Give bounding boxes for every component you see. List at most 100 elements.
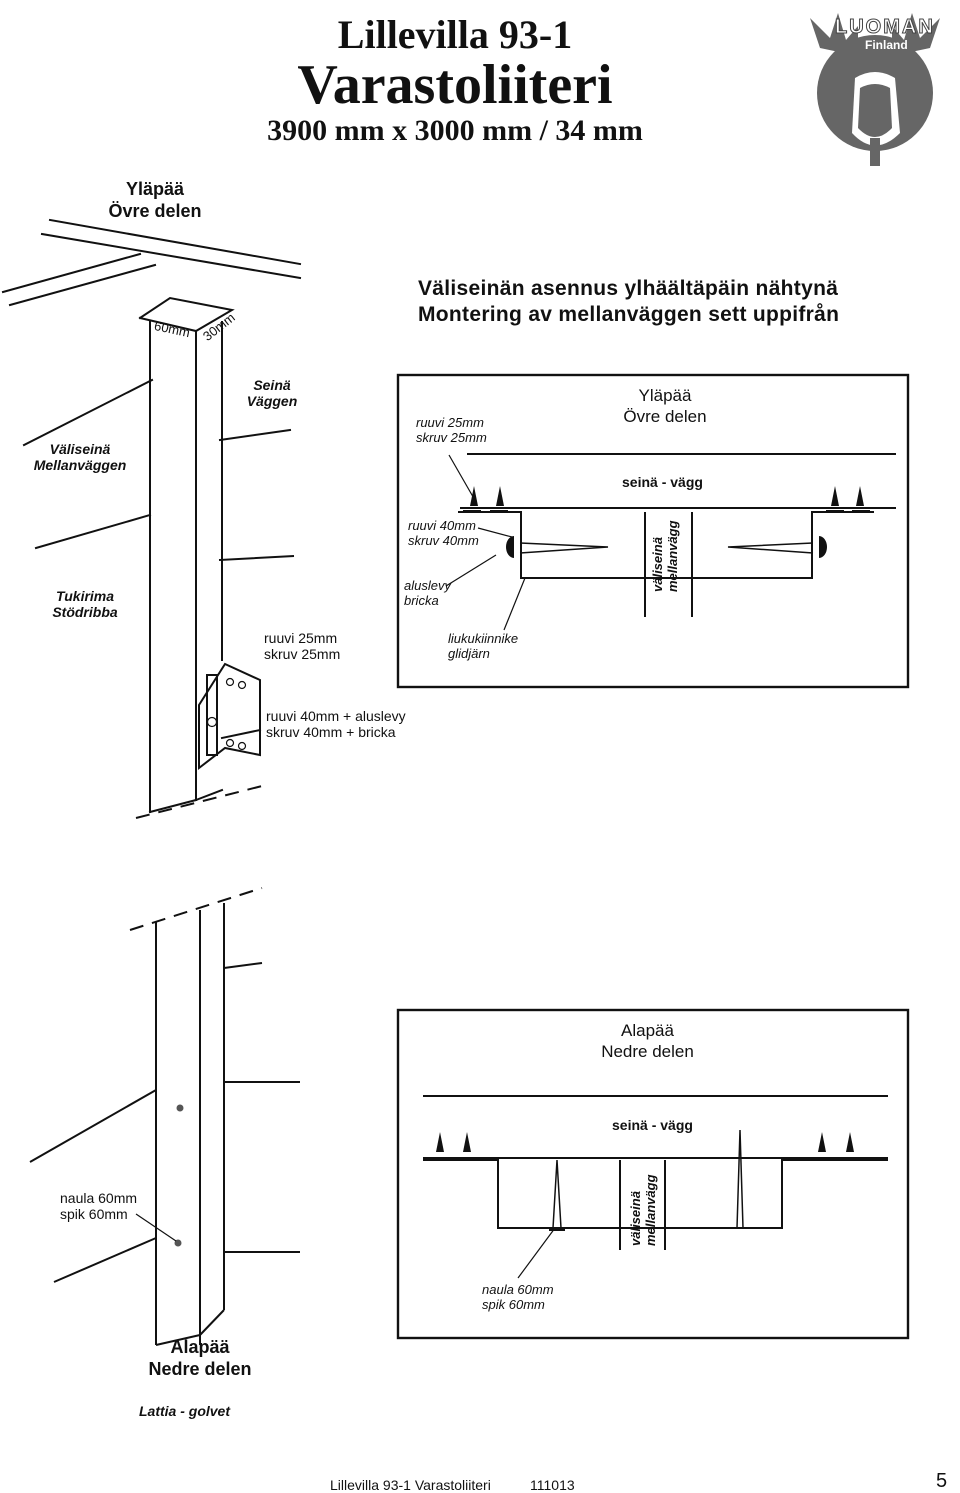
logo-graphic [810,13,940,166]
screw-spike [818,1132,826,1152]
leader-line [135,1213,177,1242]
wall-line [22,378,154,447]
box-lower-title: Alapää Nedre delen [575,1020,720,1062]
screw-plate [840,1158,858,1161]
heading-sv: Montering av mellanväggen sett uppifrån [418,303,840,326]
lower-part-label: Alapää Nedre delen [130,1336,270,1380]
screw-40-right [727,542,814,554]
bottom-detail-frame [396,1008,910,1340]
box-glide-sv: glidjärn [448,646,490,661]
upper-part-sv: Övre delen [108,201,202,221]
post-bottom [155,1334,201,1346]
screw-spike [831,486,839,506]
post-bottom [194,788,224,802]
box-washer-sv: bricka [404,593,439,608]
screw-plate [430,1158,448,1161]
box-lower-partition-sv: mellanvägg [643,1174,658,1246]
box-washer-fi: aluslevy [404,578,451,593]
screw-head [819,536,827,558]
screw-plate [852,510,870,513]
wall-label: Seinä Väggen [232,377,312,409]
nail-head [176,1104,184,1112]
moose-head-logo: LUOMAN Finland [800,8,945,168]
screw-40-washer-sv: skruv 40mm + bricka [266,724,396,740]
screw-plate [812,1158,830,1161]
screw-spike [846,1132,854,1152]
post-bottom [148,798,198,814]
section-heading: Väliseinän asennus ylhäältäpäin nähtynä … [418,276,839,328]
screw-plate [826,510,844,513]
post-top [138,296,235,333]
lower-part-fi: Alapää [170,1337,230,1357]
leader-line [477,527,513,538]
support-batten-fi: Tukirima [55,588,115,604]
wall-line [218,428,292,442]
break-line [135,785,263,819]
screw-head [506,536,514,558]
partition-label-sv: Mellanväggen [33,457,127,473]
nail-label: naula 60mm spik 60mm [60,1190,137,1222]
wall-line [223,962,263,969]
box-partition-fi: väliseinä [650,537,665,592]
box-screw-40-fi: ruuvi 40mm [408,518,476,533]
screw-40-washer-label: ruuvi 40mm + aluslevy skruv 40mm + brick… [266,708,406,740]
upper-part-fi: Yläpää [125,179,185,199]
box-upper-title: Yläpää Övre delen [595,385,735,427]
slide-bracket [198,662,261,771]
bracket-slot [206,674,218,756]
floor-label: Lattia - golvet [139,1403,231,1419]
box-nail-label: naula 60mm spik 60mm [482,1282,554,1312]
box-upper-fi: Yläpää [638,386,692,405]
wall-line [34,513,152,550]
screw-plate [463,510,481,513]
box-nail-fi: naula 60mm [482,1282,554,1297]
box-lower-fi: Alapää [621,1021,674,1040]
title-dimensions: 3900 mm x 3000 mm / 34 mm [267,114,643,147]
screw-spike [463,1132,471,1152]
header-title: Lillevilla 93-1 Varastoliiteri 3900 mm x… [240,14,670,148]
wall-line [53,1237,157,1283]
box-glide-label: liukukiinnike glidjärn [448,631,518,661]
box-partition-label: väliseinä mellanvägg [650,512,680,592]
break-line [129,887,263,931]
logo-brand: LUOMAN [835,16,935,39]
leader-line [503,577,526,631]
screw-spike [436,1132,444,1152]
nail-head [174,1239,182,1247]
wall-line [220,728,262,740]
ceiling-beam-line [8,263,157,307]
box-screw-40-sv: skruv 40mm [408,533,479,548]
screw-spike [856,486,864,506]
box-lower-partition-fi: väliseinä [628,1191,643,1246]
nail-head [549,1227,565,1231]
box-screw-40-label: ruuvi 40mm skruv 40mm [408,518,479,548]
leader-line [517,1227,556,1279]
bracket-screw [206,716,218,728]
box-screw-25-sv: skruv 25mm [416,430,487,445]
title-model: Lillevilla 93-1 [337,12,573,57]
screw-plate [458,1158,476,1161]
box-lower-partition-label: väliseinä mellanvägg [628,1166,658,1246]
footer-doc-title: Lillevilla 93-1 Varastoliiteri [330,1477,491,1493]
box-partition-sv: mellanvägg [665,520,680,592]
screw-40-washer-fi: ruuvi 40mm + aluslevy [266,708,406,724]
post-bottom [199,1309,225,1336]
support-batten-sv: Stödribba [52,604,118,620]
nail-sv: spik 60mm [60,1206,128,1222]
floor-bracket [423,1159,740,1229]
nail-shaft [552,1159,562,1229]
screw-25-sv: skruv 25mm [264,646,341,662]
box-lower-wall-label: seinä - vägg [612,1117,693,1133]
upper-part-label: Yläpää Övre delen [90,178,220,222]
lower-part-sv: Nedre delen [148,1359,252,1379]
ceiling-beam-line [40,232,302,280]
bracket-screw [237,680,247,690]
partition-label: Väliseinä Mellanväggen [20,441,140,473]
screw-spike [496,486,504,506]
wall-line [218,554,295,562]
nail-shaft [736,1129,744,1229]
page-number: 5 [936,1470,948,1492]
support-batten-label: Tukirima Stödribba [30,588,140,620]
box-lower-sv: Nedre delen [601,1042,694,1061]
